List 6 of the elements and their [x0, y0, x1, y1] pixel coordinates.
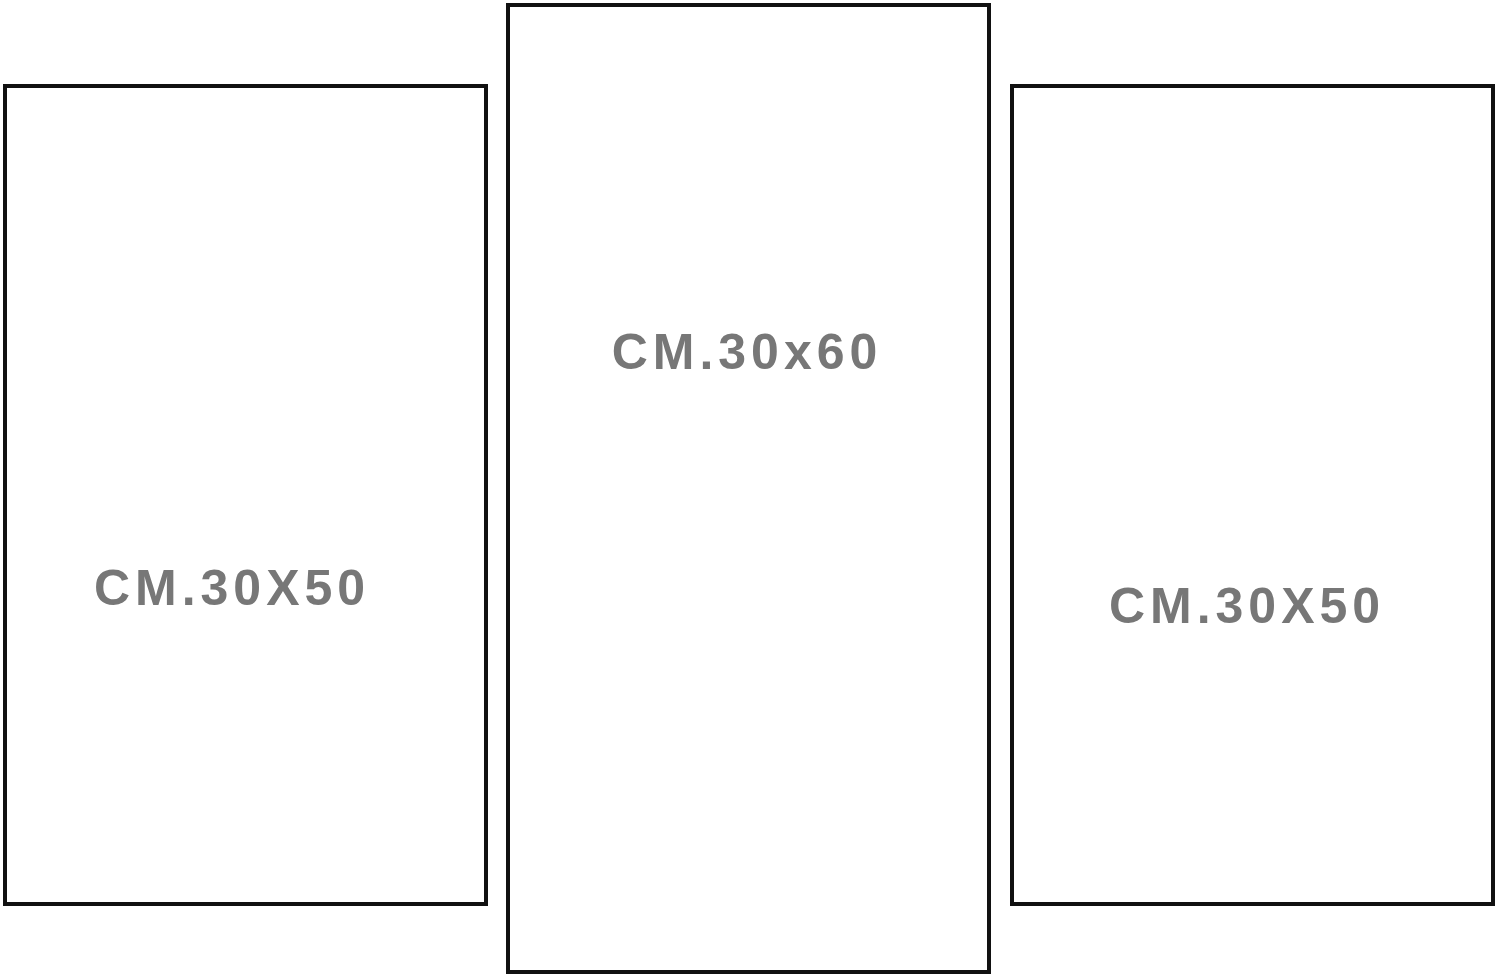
size-label: CM.30X50: [1108, 577, 1386, 635]
size-label: CM.30x60: [611, 323, 883, 381]
canvas-panel: [3, 84, 488, 906]
canvas-panel: [1010, 84, 1495, 906]
size-label: CM.30X50: [93, 559, 371, 617]
canvas-panel: [506, 3, 991, 974]
